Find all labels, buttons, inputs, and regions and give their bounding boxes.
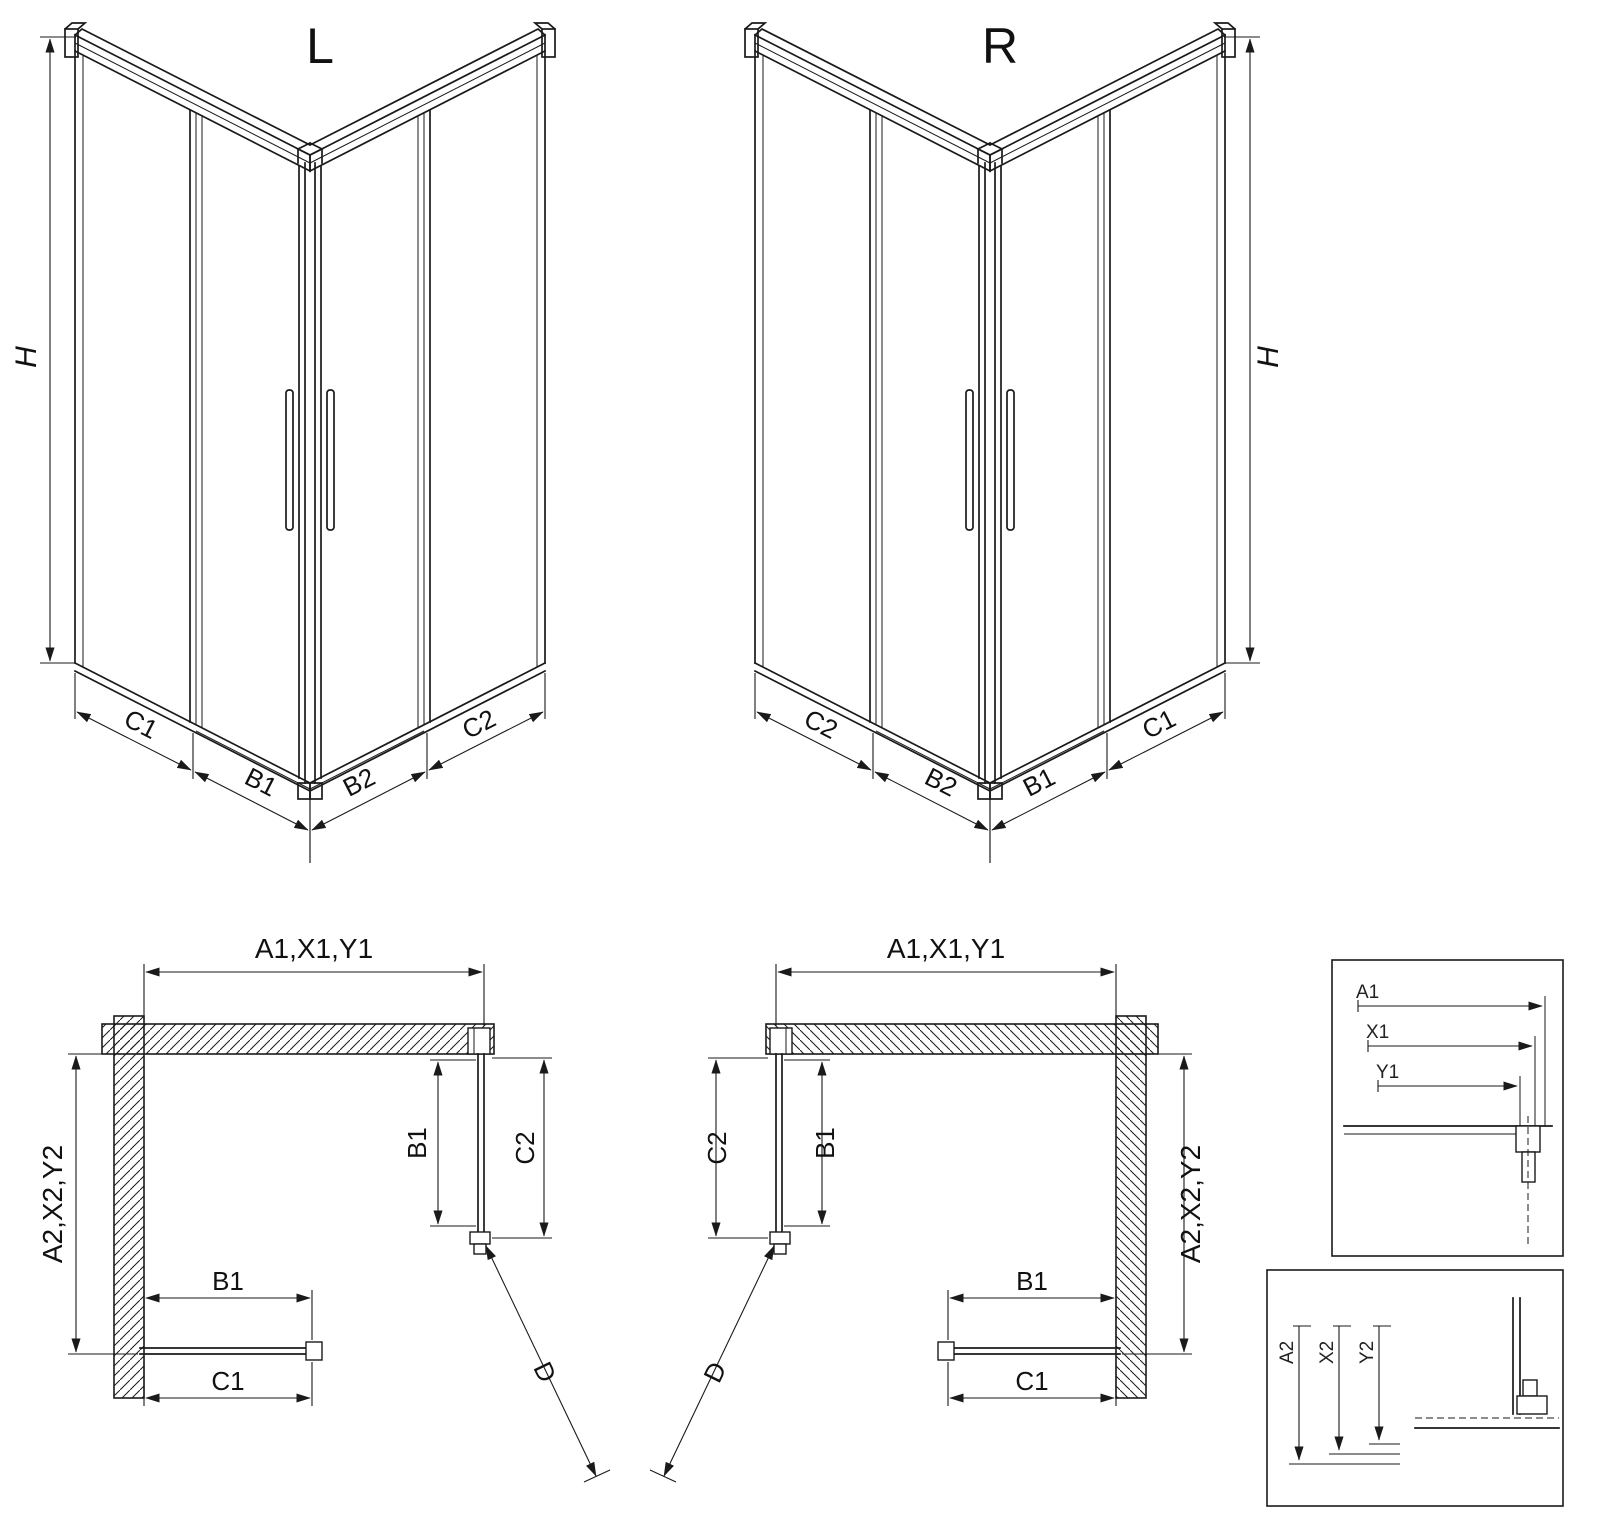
- plan-right-linework: [650, 964, 1192, 1482]
- dim-label-c1: C1: [119, 703, 162, 745]
- plan-left-linework: [68, 964, 610, 1482]
- dim-label-b1: B1: [1018, 761, 1060, 802]
- plan-view-left: A1,X1,Y1 A2,X2,Y2 B1 C2 B1 C1 D: [37, 933, 660, 1510]
- variant-label-left: L: [306, 18, 334, 74]
- dim-label-b1-bottom: B1: [1016, 1266, 1048, 1296]
- dim-label-a2x2y2: A2,X2,Y2: [37, 1145, 68, 1263]
- iso-view-left: L H C1 B1 B2 C2: [10, 18, 600, 885]
- detail-frame: [1266, 1269, 1564, 1507]
- dim-label-x1: X1: [1366, 1022, 1389, 1043]
- plan-view-right: A1,X1,Y1 A2,X2,Y2 B1 C2 B1 C1 D: [600, 933, 1206, 1510]
- dim-label-b2: B2: [338, 761, 380, 802]
- dim-label-a2: A2: [1277, 1341, 1298, 1364]
- dim-label-h: H: [10, 346, 43, 368]
- detail-view-side-dimensions: A2 X2 Y2: [1266, 1269, 1564, 1507]
- variant-label-right: R: [982, 18, 1018, 74]
- dim-label-b1: B1: [240, 761, 282, 802]
- dim-label-d: D: [527, 1357, 562, 1387]
- dim-label-a1: A1: [1356, 982, 1379, 1003]
- dim-label-b2: B2: [920, 761, 962, 802]
- dim-label-h: H: [1252, 346, 1285, 368]
- dim-label-c2: C2: [702, 1131, 732, 1164]
- detail-view-top-dimensions: A1 X1 Y1: [1331, 959, 1564, 1257]
- dim-label-a2x2y2: A2,X2,Y2: [1175, 1145, 1206, 1263]
- dim-label-a1x1y1: A1,X1,Y1: [887, 933, 1005, 964]
- detail2-linework: [1289, 1297, 1560, 1465]
- dim-label-c1: C1: [211, 1366, 244, 1396]
- dim-label-y1: Y1: [1376, 1062, 1399, 1083]
- dim-label-y2: Y2: [1357, 1341, 1378, 1364]
- dim-label-b1-side: B1: [402, 1127, 432, 1159]
- detail1-linework: [1343, 996, 1553, 1248]
- dim-label-c2: C2: [510, 1131, 540, 1164]
- dim-label-c1: C1: [1015, 1366, 1048, 1396]
- dim-label-d: D: [697, 1357, 732, 1387]
- detail-frame: [1331, 959, 1564, 1257]
- dim-label-c2: C2: [457, 703, 500, 745]
- iso-view-right: R H C2 B2 B1 C1: [700, 18, 1285, 885]
- dim-label-b1-side: B1: [810, 1127, 840, 1159]
- dim-label-b1-bottom: B1: [212, 1266, 244, 1296]
- dim-label-c1: C1: [1137, 703, 1180, 745]
- dim-label-a1x1y1: A1,X1,Y1: [255, 933, 373, 964]
- dim-label-c2: C2: [799, 703, 842, 745]
- dim-label-x2: X2: [1317, 1341, 1338, 1364]
